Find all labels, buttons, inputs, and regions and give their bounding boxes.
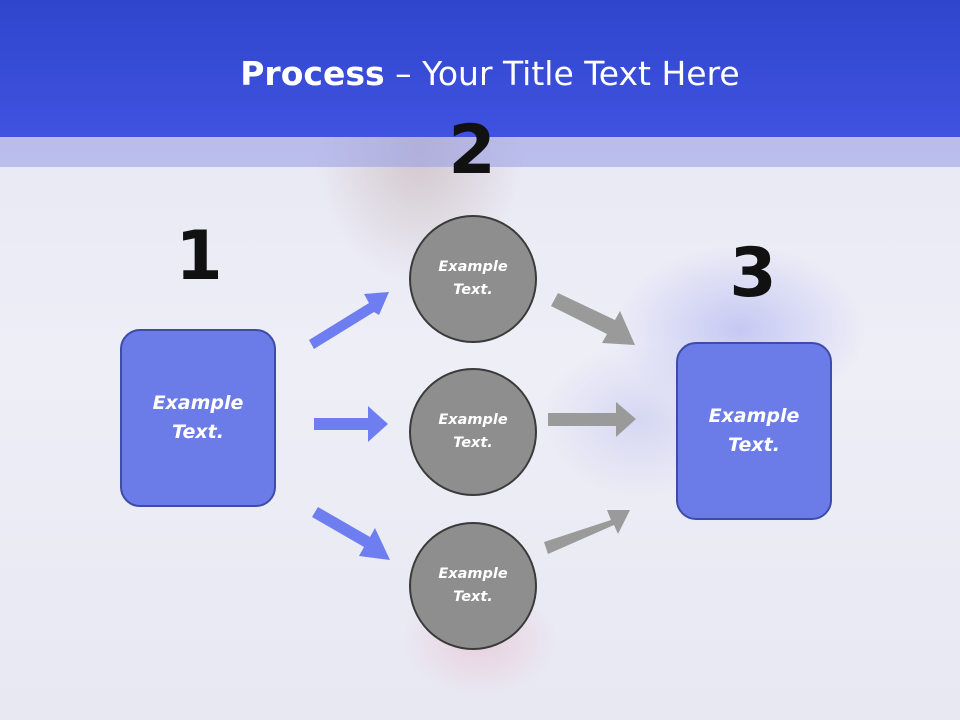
title-bar [0, 0, 960, 137]
step-2-number: 2 [448, 111, 496, 190]
step-2-circle-bottom-label: Example Text. [438, 566, 508, 605]
arrow-2-top-to-3 [551, 293, 635, 345]
title-bar-band [0, 137, 960, 167]
title-bold: Process [240, 54, 385, 93]
title-rest: – Your Title Text Here [384, 54, 740, 93]
step-1-number: 1 [175, 217, 223, 296]
step-2-circle-bottom: Example Text. [409, 522, 537, 650]
arrow-1-to-2-top [309, 292, 389, 349]
arrow-2-middle-to-3 [548, 402, 636, 437]
arrow-2-bottom-to-3 [544, 510, 630, 554]
step-2-circle-middle-label: Example Text. [438, 412, 508, 451]
step-2-circle-top-label: Example Text. [438, 259, 508, 298]
step-3-box: Example Text. [676, 342, 832, 520]
step-2-circle-middle: Example Text. [409, 368, 537, 496]
slide-title: Process – Your Title Text Here [0, 52, 960, 96]
step-1-box: Example Text. [120, 329, 276, 507]
arrow-1-to-2-bottom [312, 507, 390, 560]
step-2-circle-top: Example Text. [409, 215, 537, 343]
step-3-number: 3 [729, 234, 777, 313]
arrow-1-to-2-middle [314, 406, 388, 442]
step-3-label: Example Text. [708, 405, 800, 456]
step-1-label: Example Text. [152, 392, 244, 443]
